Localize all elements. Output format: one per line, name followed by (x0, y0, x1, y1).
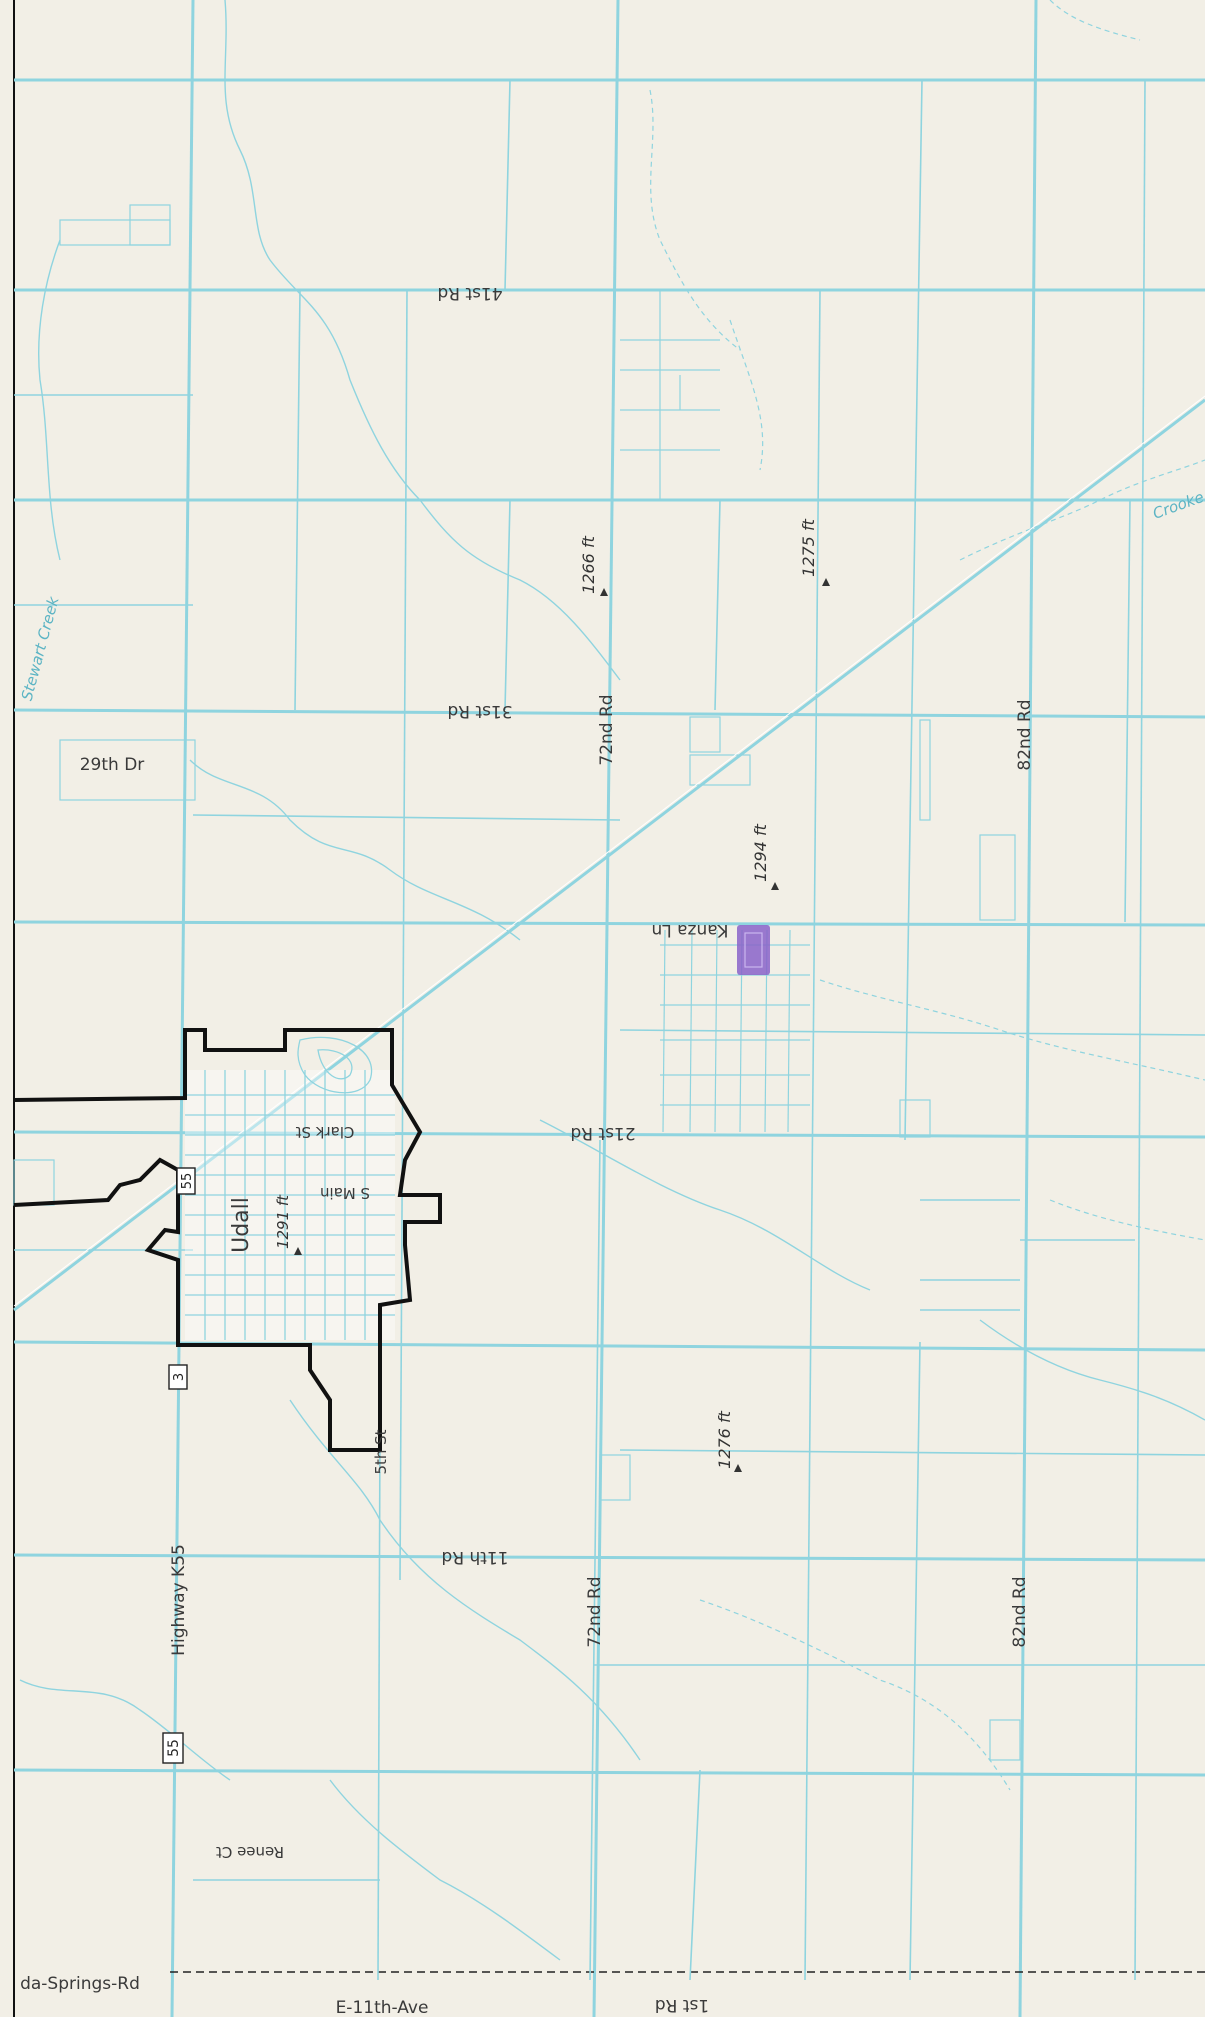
intermittent-streams (649, 0, 1205, 1791)
city-limits-boundary (13, 1028, 442, 1452)
label-renee-ct: Renee Ct (216, 1843, 284, 1861)
elevation-label-1276: 1276 ft (715, 1410, 734, 1468)
label-e-11th-ave: E-11th-Ave (336, 1998, 429, 2017)
label-72nd-rd-south: 72nd Rd (585, 1576, 605, 1647)
route-shield-55-lower: 55 (162, 1732, 184, 1764)
label-11th-rd: 11th Rd (441, 1547, 508, 1567)
label-72nd-rd-north: 72nd Rd (597, 694, 617, 765)
label-41st-rd: 41st Rd (437, 283, 502, 303)
route-shield-3: 3 (168, 1364, 188, 1390)
major-roads (13, 0, 1205, 2017)
label-clark-st: Clark St (295, 1123, 354, 1141)
town-label-udall: Udall (229, 1197, 254, 1253)
label-31st-rd: 31st Rd (447, 701, 512, 721)
elevation-label-1294: 1294 ft (751, 823, 770, 881)
elevation-label-1291: 1291 ft (274, 1194, 292, 1249)
railroad (13, 395, 1205, 1312)
shield-label-55-lower: 55 (166, 1739, 182, 1757)
creek-lines (19, 0, 1205, 1961)
parcel-inner-outline (744, 932, 763, 968)
shield-label-3: 3 (172, 1373, 187, 1381)
label-29th-dr: 29th Dr (80, 755, 145, 775)
label-kanza-ln: Kanza Ln (651, 920, 728, 940)
spot-elevation-markers (294, 578, 830, 1472)
label-82nd-rd-south: 82nd Rd (1010, 1576, 1030, 1647)
elevation-label-1266: 1266 ft (579, 535, 598, 593)
elevation-label-1275: 1275 ft (799, 518, 818, 576)
shield-label-55-upper: 55 (180, 1173, 195, 1190)
udall-town (13, 1028, 442, 1452)
label-82nd-rd-north: 82nd Rd (1015, 699, 1035, 770)
label-s-main: S Main (320, 1184, 370, 1202)
label-5th-st: 5th St (372, 1429, 390, 1474)
label-springs-rd: da-Springs-Rd (20, 1974, 140, 1994)
label-1st-rd: 1st Rd (655, 1995, 709, 2015)
route-shield-55-upper: 55 (176, 1167, 196, 1195)
label-highway-k55: Highway K55 (169, 1544, 189, 1656)
label-21st-rd: 21st Rd (570, 1123, 635, 1143)
minor-roads (14, 79, 1205, 1981)
